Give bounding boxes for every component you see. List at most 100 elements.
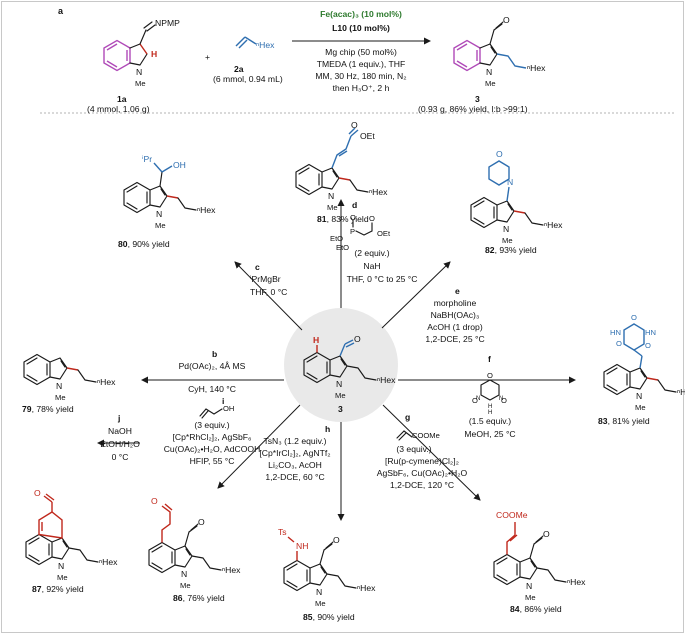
svg-text:Me: Me	[180, 581, 191, 590]
panel-label-a: a	[58, 6, 64, 16]
center-compound-3: O H ⁿHex N Me	[303, 334, 396, 400]
cond-b-line2: CyH, 140 °C	[188, 384, 236, 394]
svg-text:P: P	[350, 227, 355, 236]
cond-i-key: i	[222, 396, 224, 406]
svg-text:O: O	[543, 529, 550, 539]
c2-hydrogen: H	[151, 49, 157, 59]
svg-text:Me: Me	[55, 393, 66, 402]
svg-text:O: O	[501, 396, 507, 405]
svg-text:Me: Me	[155, 221, 166, 230]
arrow-c	[234, 261, 303, 331]
npmp-group: NPMP	[155, 18, 180, 28]
product-83: O O O HN HN ⁿHex N Me	[603, 313, 685, 412]
svg-text:O: O	[34, 488, 41, 498]
product-3-yield: (0.93 g, 86% yield, l:b >99:1)	[418, 104, 528, 114]
cond-j-line1: NaOH	[108, 426, 132, 436]
svg-text:O: O	[351, 120, 358, 130]
product-85: O NH Ts ⁿHex N Me	[278, 527, 376, 608]
cond-d-line2: NaH	[363, 261, 380, 271]
plus-sign: +	[205, 52, 210, 62]
indole-n: N	[486, 67, 492, 77]
svg-text:Me: Me	[525, 593, 536, 602]
cond-d-key: d	[352, 200, 357, 210]
svg-text:Me: Me	[315, 599, 326, 608]
cond-c-line2: THF, 0 °C	[250, 287, 287, 297]
cond-g-line4: 1,2-DCE, 120 °C	[390, 480, 454, 490]
n-methyl: Me	[135, 79, 146, 88]
svg-text:O: O	[645, 341, 651, 350]
svg-text:O: O	[198, 517, 205, 527]
svg-text:N: N	[181, 569, 187, 579]
product-79-label: 79, 78% yield	[22, 404, 74, 414]
product-3-label: 3	[475, 94, 480, 104]
svg-text:N: N	[56, 381, 62, 391]
svg-text:ⁿHex: ⁿHex	[357, 583, 376, 593]
svg-text:N: N	[499, 396, 503, 402]
cond-i-line1: (3 equiv.)	[194, 420, 229, 430]
product-87: O ⁿHex N Me	[25, 488, 118, 582]
svg-text:O: O	[350, 213, 356, 222]
product-84: O COOMe ⁿHex N Me	[493, 510, 586, 602]
cond-e-line3: AcOH (1 drop)	[427, 322, 483, 332]
cond-g-line3: AgSbF₆, Cu(OAc)₂•H₂O	[377, 468, 468, 478]
svg-text:Ts: Ts	[278, 527, 287, 537]
center-c4-hydrogen: H	[313, 335, 319, 345]
svg-text:OEt: OEt	[377, 229, 391, 238]
svg-text:Me: Me	[502, 236, 513, 245]
svg-text:N: N	[526, 581, 532, 591]
cond-i-line2: [Cp*RhCl₂]₂, AgSbF₆	[173, 432, 252, 442]
center-highlight	[284, 308, 398, 422]
cond-e-line2: NaBH(OAc)₃	[431, 310, 480, 320]
svg-text:H: H	[488, 404, 492, 410]
product-3-top: O ⁿHex N Me	[453, 15, 546, 88]
cond-f-line2: MeOH, 25 °C	[464, 429, 515, 439]
barbituric-reagent: O O O N N H H	[472, 371, 507, 416]
cond-c-key: c	[255, 262, 260, 272]
svg-text:N: N	[507, 177, 513, 187]
svg-text:Me: Me	[327, 203, 338, 212]
n-methyl: Me	[335, 391, 346, 400]
svg-text:O: O	[487, 371, 493, 380]
cond-d-line3: THF, 0 °C to 25 °C	[347, 274, 418, 284]
cond-b-key: b	[212, 349, 217, 359]
cond-j-line3: 0 °C	[112, 452, 129, 462]
cond-j-key: j	[117, 413, 120, 423]
cond-e-line4: 1,2-DCE, 25 °C	[425, 334, 484, 344]
svg-text:N: N	[476, 396, 480, 402]
svg-text:OH: OH	[173, 160, 186, 170]
product-84-label: 84, 86% yield	[510, 604, 562, 614]
ligand-l10: L10 (10 mol%)	[332, 23, 390, 33]
hexyl-chain: ⁿHex	[256, 40, 275, 50]
cond-h-line1: TsN₃ (1.2 equiv.)	[263, 436, 326, 446]
product-85-label: 85, 90% yield	[303, 612, 355, 622]
cond-e-key: e	[455, 286, 460, 296]
svg-text:N: N	[328, 191, 334, 201]
product-81: O OEt ⁿHex N Me	[295, 120, 388, 212]
catalyst-fe: Fe(acac)₃ (10 mol%)	[320, 9, 402, 19]
n-methyl: Me	[485, 79, 496, 88]
product-hex: ⁿHex	[527, 63, 546, 73]
svg-text:ⁿHex: ⁿHex	[544, 220, 563, 230]
svg-text:NH: NH	[296, 541, 308, 551]
cond-g-line2: [Ru(p-cymene)Cl₂]₂	[385, 456, 459, 466]
cond-g-line1: (3 equiv.)	[396, 444, 431, 454]
indole-n: N	[136, 67, 142, 77]
cond-j-line2: EtOH/H₂O	[100, 439, 140, 449]
cond-f-key: f	[488, 354, 491, 364]
reactant-1a-amount: (4 mmol, 1.06 g)	[87, 104, 150, 114]
svg-text:Me: Me	[635, 403, 646, 412]
svg-text:ⁿHex: ⁿHex	[369, 187, 388, 197]
cond-h-line3: Li₂CO₃, AcOH	[268, 460, 322, 470]
svg-text:ⁿHex: ⁿHex	[99, 557, 118, 567]
allyl-alcohol-reagent: OH	[199, 404, 234, 419]
svg-text:O: O	[631, 313, 637, 322]
cond-h-key: h	[325, 424, 330, 434]
svg-text:ⁿHex: ⁿHex	[197, 205, 216, 215]
product-87-label: 87, 92% yield	[32, 584, 84, 594]
svg-text:N: N	[156, 209, 162, 219]
product-86: O O ⁿHex N Me	[148, 496, 241, 590]
svg-text:N: N	[58, 561, 64, 571]
center-hex: ⁿHex	[377, 375, 396, 385]
svg-text:ⁿHex: ⁿHex	[567, 577, 586, 587]
